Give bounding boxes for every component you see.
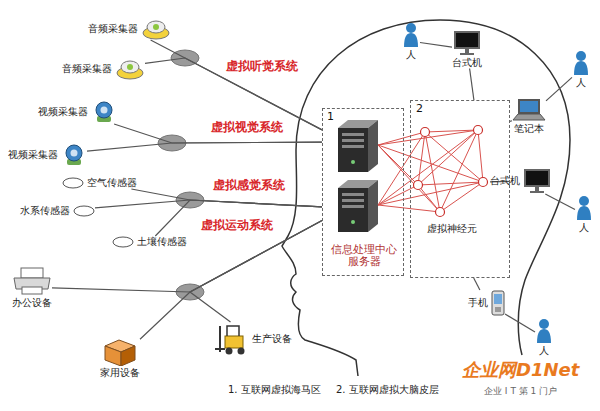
connector [505, 314, 535, 332]
footnote: 1. 互联网虚拟海马区 [228, 384, 321, 396]
node-label: 水系传感器 [20, 205, 70, 217]
hub [158, 50, 204, 300]
system-label: 虚拟听觉系统 [225, 60, 299, 74]
server-icon [338, 120, 378, 172]
node-label: 人 [539, 345, 549, 357]
person-icon [402, 22, 420, 48]
person-icon [572, 50, 590, 76]
monitor-icon [523, 168, 551, 194]
node-label: 空气传感器 [87, 177, 137, 189]
camera-icon [61, 143, 87, 167]
terminal-node: 笔记本 [512, 98, 546, 135]
head-outline [282, 20, 570, 376]
system-label: 虚拟视觉系统 [210, 121, 284, 135]
node-label: 笔记本 [514, 123, 544, 135]
callout-number: 2 [416, 103, 423, 116]
footnote: 2. 互联网虚拟大脑皮层 [336, 384, 439, 396]
forklift-icon [215, 322, 249, 356]
connector [87, 142, 322, 151]
watermark: 企业 I T 第 1 门户 [484, 386, 557, 396]
node-label: 视频采集器 [8, 149, 58, 161]
sensor-icon [112, 236, 134, 248]
callout-number: 1 [327, 111, 334, 124]
node-label: 音频采集器 [88, 23, 138, 35]
user-node: 人 [402, 22, 420, 61]
connector [420, 43, 452, 48]
sensor-node: 空气传感器 [62, 177, 137, 189]
collector-node: 音频采集器 [62, 58, 145, 80]
terminal-node: 台式机 [452, 30, 482, 69]
node-label: 人 [579, 222, 589, 234]
connector [474, 278, 480, 290]
neuron-node: 虚拟神经元 [427, 223, 477, 235]
node-label: 音频采集器 [62, 63, 112, 75]
connector [510, 120, 512, 122]
device-node: 家用设备 [100, 338, 140, 379]
neuron [414, 126, 488, 217]
system-label: 虚拟运动系统 [200, 219, 274, 233]
device-node: 生产设备 [215, 322, 292, 356]
person-icon [535, 318, 553, 344]
terminal-node: 台式机 [490, 168, 551, 194]
connector [190, 221, 322, 323]
sensor-icon [73, 205, 95, 217]
node-label: 人 [406, 49, 416, 61]
node-label: 家用设备 [100, 367, 140, 379]
node-label: 虚拟神经元 [427, 223, 477, 235]
connector [545, 194, 575, 210]
printer-icon [12, 266, 52, 296]
connector [155, 200, 322, 236]
server-icon [338, 180, 378, 232]
node-label: 办公设备 [12, 297, 52, 309]
device-node: 办公设备 [12, 266, 52, 309]
user-node: 人 [535, 318, 553, 357]
node-label: 手机 [468, 297, 488, 309]
phone-icon [491, 290, 505, 316]
neural-link [378, 130, 483, 212]
sensor-node: 水系传感器 [20, 205, 95, 217]
laptop-icon [512, 98, 546, 122]
speaker-icon [141, 18, 171, 40]
user-node: 人 [572, 50, 590, 89]
region-label: 信息处理中心服务器 [328, 244, 400, 269]
sensor-node: 土壤传感器 [112, 236, 187, 248]
connector [145, 58, 322, 130]
collector-node: 音频采集器 [88, 18, 171, 40]
cortex-region: 2 虚拟神经元 [410, 100, 510, 278]
node-label: 视频采集器 [38, 106, 88, 118]
connector [52, 221, 322, 293]
watermark: 企业网D1Net [462, 360, 579, 381]
user-node: 人 [575, 195, 593, 234]
node-label: 生产设备 [252, 333, 292, 345]
speaker-icon [115, 58, 145, 80]
collector-node: 视频采集器 [8, 143, 87, 167]
connector [470, 69, 474, 101]
camera-icon [91, 100, 117, 124]
node-label: 人 [576, 77, 586, 89]
node-label: 土壤传感器 [137, 236, 187, 248]
node-label: 台式机 [490, 175, 520, 187]
person-icon [575, 195, 593, 221]
box-icon [103, 338, 137, 366]
monitor-icon [453, 30, 481, 56]
connector [546, 77, 572, 101]
collector-node: 视频采集器 [38, 100, 117, 124]
terminal-node: 手机 [468, 290, 505, 316]
sensor-icon [62, 177, 84, 189]
node-label: 台式机 [452, 57, 482, 69]
server-region: 1 信息处理中心服务器 [322, 108, 404, 276]
system-label: 虚拟感觉系统 [212, 179, 286, 193]
